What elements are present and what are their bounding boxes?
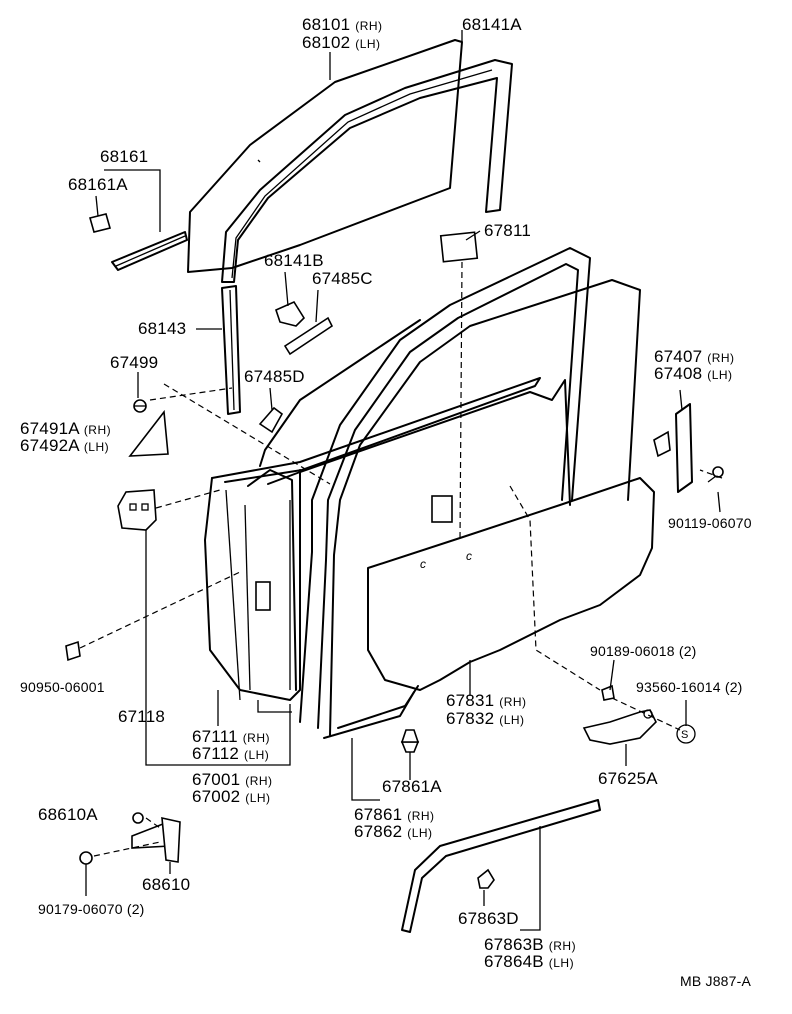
door-glass xyxy=(187,39,463,273)
label-67625a: 67625A xyxy=(598,769,658,788)
label-67408: 67408 (LH) xyxy=(654,364,733,383)
label-68143: 68143 xyxy=(138,319,187,338)
label-67811: 67811 xyxy=(484,221,532,240)
label-67831: 67831 (RH) xyxy=(446,691,527,710)
label-67001: 67001 (RH) xyxy=(192,770,273,789)
assembly-lines xyxy=(79,261,723,857)
svg-text:c: c xyxy=(420,557,426,571)
label-68161: 68161 xyxy=(100,147,149,166)
label-67002: 67002 (LH) xyxy=(192,787,271,806)
label-90119-06070: 90119-06070 xyxy=(668,515,752,531)
label-67407: 67407 (RH) xyxy=(654,347,735,366)
door-frame xyxy=(204,377,571,701)
label-68610a: 68610A xyxy=(38,805,98,824)
label-67861a: 67861A xyxy=(382,777,442,796)
bolt-68610a xyxy=(132,812,144,824)
label-68141b: 68141B xyxy=(264,251,324,270)
door-stopper xyxy=(582,709,657,745)
service-film: c c xyxy=(367,477,655,691)
rear-weatherstrip xyxy=(653,403,693,493)
label-67485c: 67485C xyxy=(312,269,373,288)
belt-seal-c xyxy=(283,316,334,356)
screw-90119 xyxy=(707,466,724,483)
clip-67861a xyxy=(400,729,420,753)
label-67491a: 67491A (RH) xyxy=(20,419,112,438)
reference-code: MB J887-A xyxy=(680,973,752,989)
label-67863d: 67863D xyxy=(458,909,519,928)
run-bracket xyxy=(275,300,306,327)
screw-s-mark: S xyxy=(681,729,689,741)
label-67112: 67112 (LH) xyxy=(192,744,270,763)
sash-clip xyxy=(89,213,111,233)
label-67832: 67832 (LH) xyxy=(446,709,525,728)
label-90950-06001: 90950-06001 xyxy=(20,679,105,695)
leader-lines xyxy=(85,30,721,931)
label-68161a: 68161A xyxy=(68,175,128,194)
clip-90189 xyxy=(601,684,615,701)
clip-67863d xyxy=(477,868,495,889)
label-68610: 68610 xyxy=(142,875,191,894)
plug-90950 xyxy=(65,640,81,662)
clip-67499 xyxy=(133,399,147,413)
label-68141a: 68141A xyxy=(462,15,522,34)
label-68101: 68101 (RH) xyxy=(302,15,383,34)
door-pad xyxy=(439,231,479,263)
label-67863b: 67863B (RH) xyxy=(484,935,577,954)
label-68102: 68102 (LH) xyxy=(302,33,381,52)
belt-seal-d xyxy=(258,406,284,434)
label-67864b: 67864B (LH) xyxy=(484,952,575,971)
label-67111: 67111 (RH) xyxy=(192,727,271,746)
label-67861: 67861 (RH) xyxy=(354,805,435,824)
label-67499: 67499 xyxy=(110,353,159,372)
label-67485d: 67485D xyxy=(244,367,305,386)
door-weatherstrip xyxy=(259,247,641,739)
label-90189-06018: 90189-06018 (2) xyxy=(590,643,697,659)
door-hinge xyxy=(131,816,181,863)
outer-belt-strip xyxy=(401,799,601,933)
bolt-90179 xyxy=(79,851,93,865)
corner-cover xyxy=(128,409,169,457)
hinge-plate xyxy=(117,489,157,531)
label-67862: 67862 (LH) xyxy=(354,822,433,841)
glass-run-channel xyxy=(221,59,513,283)
label-93560-16014: 93560-16014 (2) xyxy=(636,679,743,695)
label-90179-06070: 90179-06070 (2) xyxy=(38,901,145,917)
outer-sash-strip xyxy=(111,231,188,271)
rear-channel xyxy=(221,285,241,415)
label-67492a: 67492A (LH) xyxy=(20,436,110,455)
label-67118: 67118 xyxy=(118,707,166,726)
svg-text:c: c xyxy=(466,549,472,563)
